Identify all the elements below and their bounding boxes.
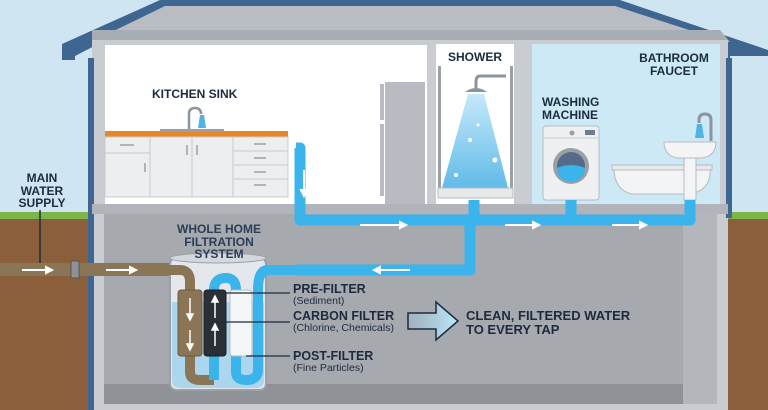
main-water-supply-label: MAIN WATER SUPPLY <box>18 171 66 211</box>
bathroom-faucet-label: BATHROOM FAUCET <box>639 51 709 78</box>
basement-right-wall <box>683 214 717 404</box>
shower-arm <box>474 74 506 88</box>
post-filter-label: POST-FILTER (Fine Particles) <box>293 349 374 375</box>
floor-slab <box>92 204 728 214</box>
kitchen-faucet <box>187 106 203 129</box>
carbon-filter-label: CARBON FILTER (Chlorine, Chemicals) <box>293 309 395 335</box>
result-arrow <box>407 300 460 342</box>
cabinets <box>104 136 289 198</box>
fridge-handle <box>380 84 384 120</box>
filtration-system-label: WHOLE HOME FILTRATION SYSTEM <box>177 222 261 262</box>
countertop <box>105 131 288 137</box>
kitchen-water <box>198 115 206 128</box>
result-label: CLEAN, FILTERED WATER TO EVERY TAP <box>466 308 631 337</box>
kitchen-sink-label: KITCHEN SINK <box>152 87 238 101</box>
pre-filter-label: PRE-FILTER (Sediment) <box>293 282 366 308</box>
post-filter-cartridge <box>229 289 253 357</box>
pre-filter-cartridge <box>177 289 203 357</box>
shower-spray <box>442 94 508 188</box>
bathroom-sink <box>663 141 717 159</box>
bathroom-water <box>695 124 704 138</box>
right-wall-edge <box>726 58 732 218</box>
washing-machine-label: WASHING MACHINE <box>542 95 600 122</box>
ceiling <box>92 30 730 42</box>
fridge <box>385 82 425 205</box>
shower-head <box>465 88 487 92</box>
pipe-coupling <box>70 260 80 279</box>
bathroom-faucet-spout <box>697 112 713 141</box>
shower-tray <box>437 187 514 199</box>
shower-label: SHOWER <box>448 50 502 64</box>
supply-flow-arrows <box>22 265 139 275</box>
left-wall-edge <box>88 58 94 410</box>
sink-basin <box>160 129 224 132</box>
clean-flow-arrows <box>299 170 649 275</box>
clean-pipe-network <box>294 142 696 276</box>
fridge-handle-lower <box>380 124 384 196</box>
